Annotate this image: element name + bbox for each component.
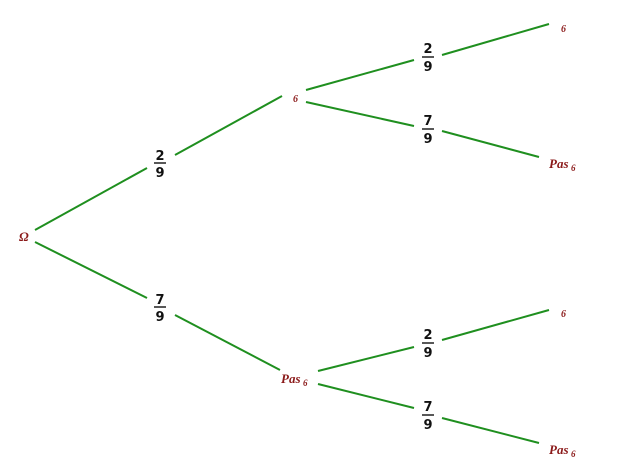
prob-pas6-to-6-denominator: 9: [423, 346, 432, 361]
prob-6-to-pas6-numerator: 7: [423, 114, 432, 129]
node-level2-6-top: 6: [561, 24, 566, 35]
edge-pas6-to-pas6: [317, 383, 415, 409]
prob-6-to-pas6-denominator: 9: [423, 132, 432, 147]
node-level1-pas6-sub: 6: [303, 378, 308, 388]
prob-pas6-to-pas6: 7 9: [422, 400, 434, 433]
node-level2-pas6-top-sub: 6: [571, 163, 576, 173]
edge-6-to-6: [441, 23, 550, 56]
edge-pas6-to-6: [441, 309, 550, 341]
node-level2-pas6-bottom-sub: 6: [571, 449, 576, 459]
prob-root-to-pas6: 7 9: [154, 293, 166, 325]
node-level2-6-bottom: 6: [561, 309, 566, 320]
node-level1-pas6-label: Pas: [281, 371, 301, 386]
prob-pas6-to-pas6-denominator: 9: [423, 418, 432, 433]
prob-pas6-to-pas6-numerator: 7: [423, 400, 432, 415]
prob-pas6-to-6-numerator: 2: [423, 328, 432, 343]
node-level2-pas6-bottom: Pas 6: [549, 442, 576, 459]
edge-pas6-to-pas6: [441, 417, 540, 444]
edge-root-to-6: [34, 167, 148, 231]
prob-6-to-6: 2 9: [422, 42, 434, 75]
node-root: Ω: [19, 229, 29, 244]
edge-root-to-pas6: [34, 241, 148, 299]
edge-root-to-6: [174, 95, 283, 156]
prob-root-to-6-denominator: 9: [155, 166, 164, 181]
prob-6-to-6-denominator: 9: [423, 60, 432, 75]
edge-6-to-pas6: [441, 130, 540, 158]
prob-root-to-pas6-numerator: 7: [155, 293, 164, 308]
edge-6-to-pas6: [305, 101, 415, 127]
prob-root-to-6-numerator: 2: [155, 149, 164, 164]
edge-root-to-pas6: [174, 314, 281, 371]
prob-root-to-pas6-denominator: 9: [155, 310, 164, 325]
node-level2-pas6-top-label: Pas: [549, 156, 569, 171]
prob-pas6-to-6: 2 9: [422, 328, 434, 361]
node-level2-pas6-top: Pas 6: [549, 156, 576, 173]
prob-6-to-6-numerator: 2: [423, 42, 432, 57]
prob-6-to-pas6: 7 9: [422, 114, 434, 147]
node-level1-pas6: Pas 6: [281, 371, 308, 388]
edge-pas6-to-6: [317, 346, 415, 372]
node-level1-6: 6: [293, 94, 298, 105]
edge-6-to-6: [305, 59, 415, 91]
node-level2-pas6-bottom-label: Pas: [549, 442, 569, 457]
prob-root-to-6: 2 9: [154, 149, 166, 181]
